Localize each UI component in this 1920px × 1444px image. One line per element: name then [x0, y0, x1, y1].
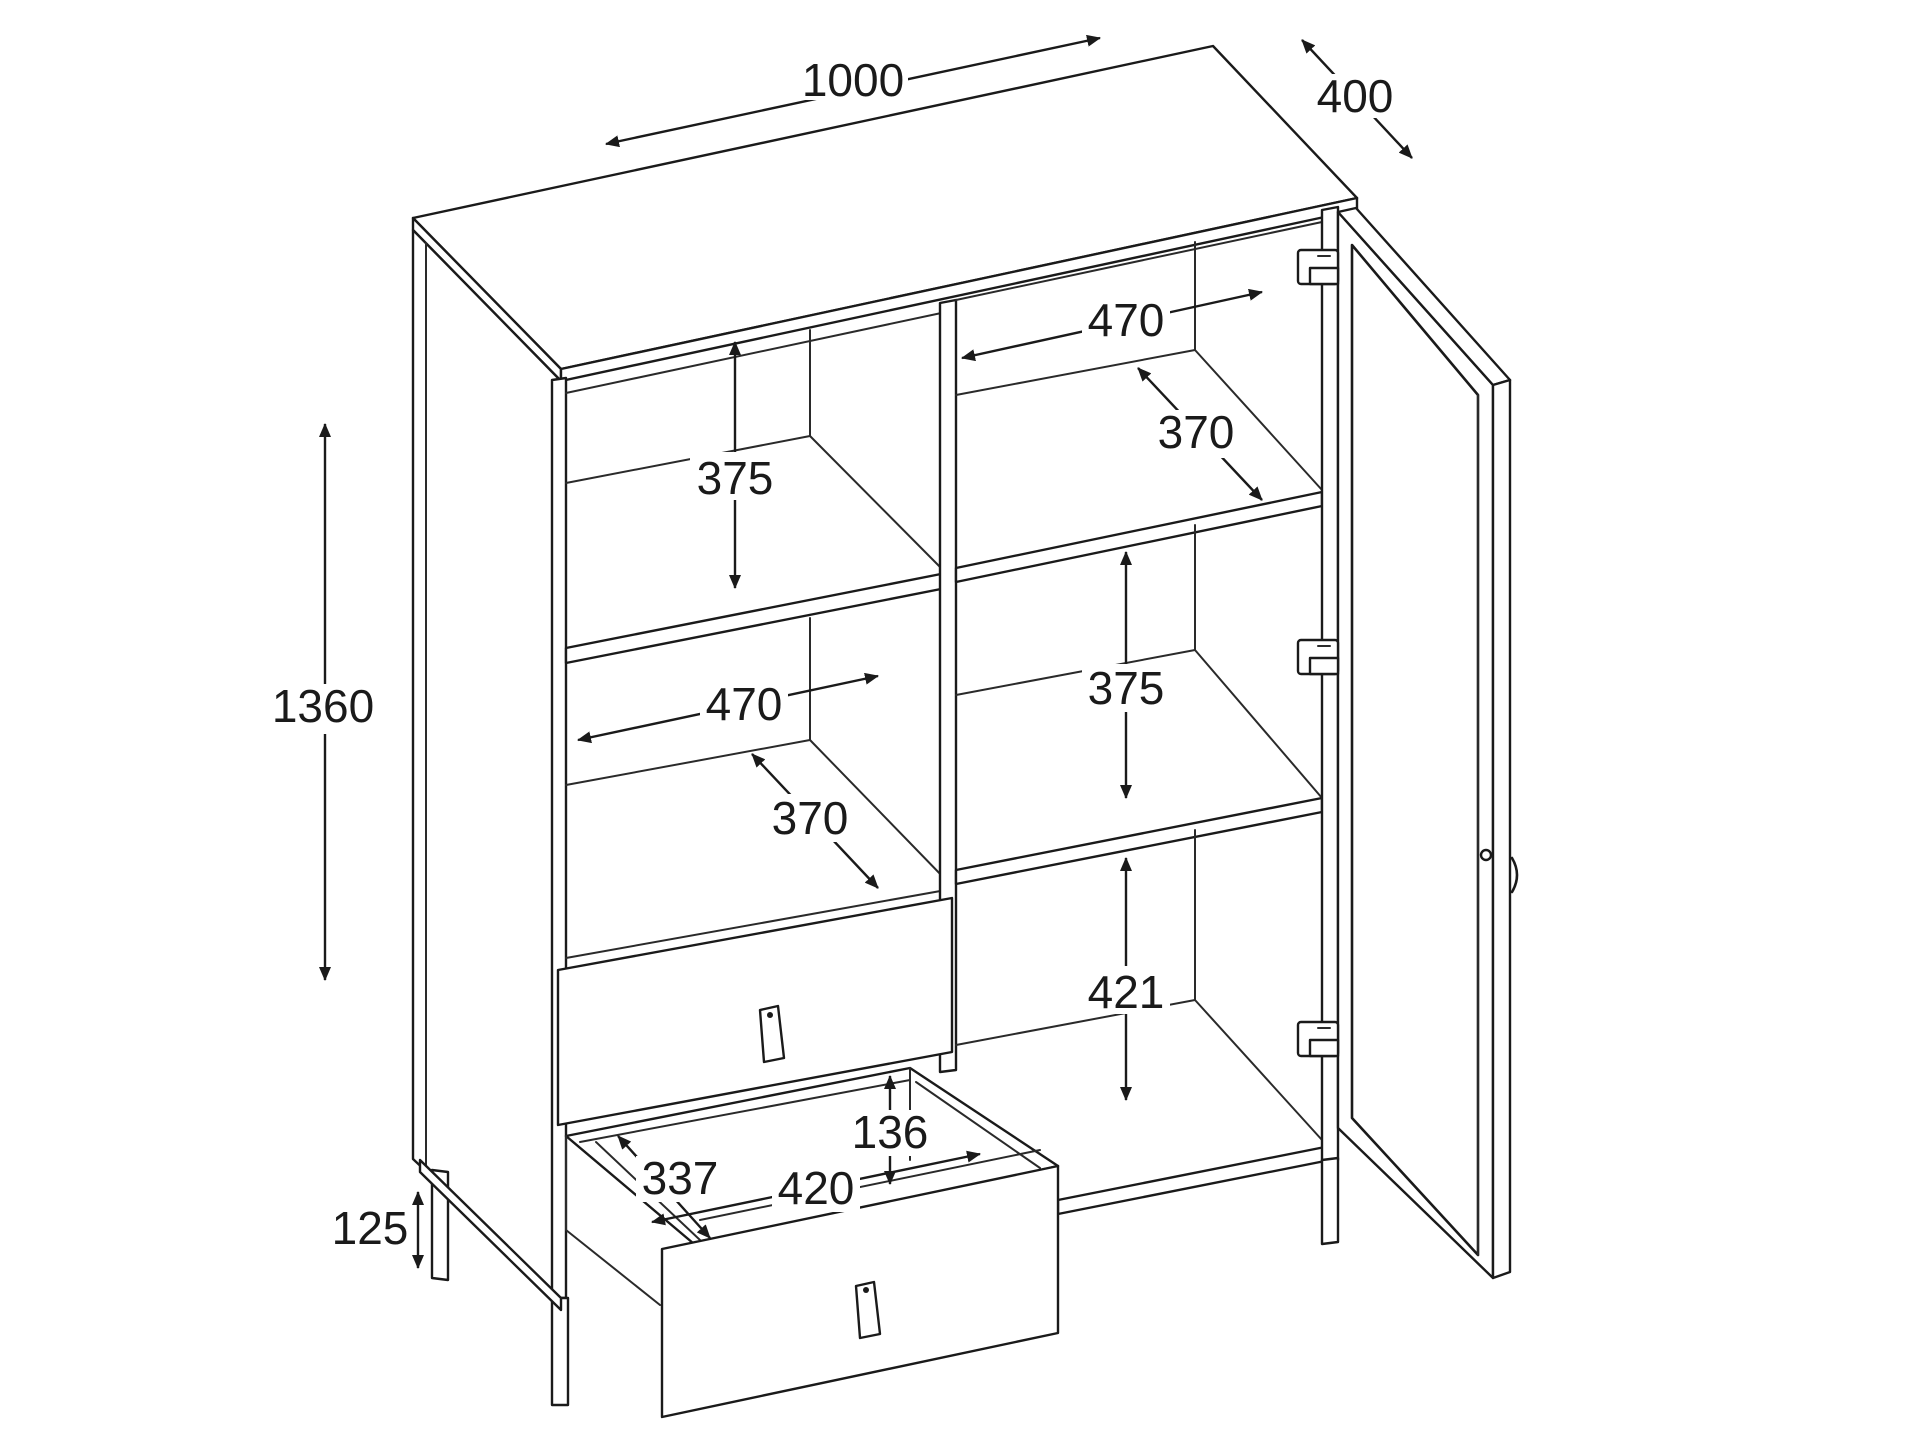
door-knob-icon: [1479, 848, 1493, 862]
left-side-panel: [411, 228, 563, 1300]
label-drawer-width: 420: [778, 1162, 855, 1214]
label-drawer-depth: 337: [642, 1152, 719, 1204]
label-drawer-height: 136: [852, 1106, 929, 1158]
hinge-middle-icon: [1296, 638, 1340, 676]
dimension-labels: 1000 400 1360 125 375 470 370 470 370 37…: [266, 54, 1400, 1254]
label-lower-right-height: 421: [1088, 966, 1165, 1018]
leg-left-front: [550, 1296, 570, 1407]
label-middle-left-depth: 370: [772, 792, 849, 844]
right-front-post: [1320, 205, 1340, 1165]
right-bay-interior: [954, 221, 1332, 1216]
hinge-top-icon: [1296, 248, 1340, 286]
label-leg-height: 125: [332, 1202, 409, 1254]
label-width: 1000: [802, 54, 904, 106]
label-depth: 400: [1317, 70, 1394, 122]
label-upper-right-width: 470: [1088, 294, 1165, 346]
label-middle-left-width: 470: [706, 678, 783, 730]
label-height: 1360: [272, 680, 374, 732]
door-handle-icon: [1510, 856, 1519, 894]
label-upper-right-depth: 370: [1158, 406, 1235, 458]
hinge-bottom-icon: [1296, 1020, 1340, 1058]
door-open[interactable]: [1296, 206, 1519, 1280]
center-divider: [938, 298, 958, 1074]
leg-left-back: [430, 1168, 450, 1282]
label-upper-left-height: 375: [697, 452, 774, 504]
drawer-open[interactable]: [564, 1066, 1060, 1419]
drawer-closed[interactable]: [556, 896, 954, 1127]
leg-right-front: [1320, 1156, 1340, 1246]
left-front-post: [550, 376, 568, 1300]
left-bay-interior: [564, 311, 948, 959]
label-middle-right-height: 375: [1088, 662, 1165, 714]
